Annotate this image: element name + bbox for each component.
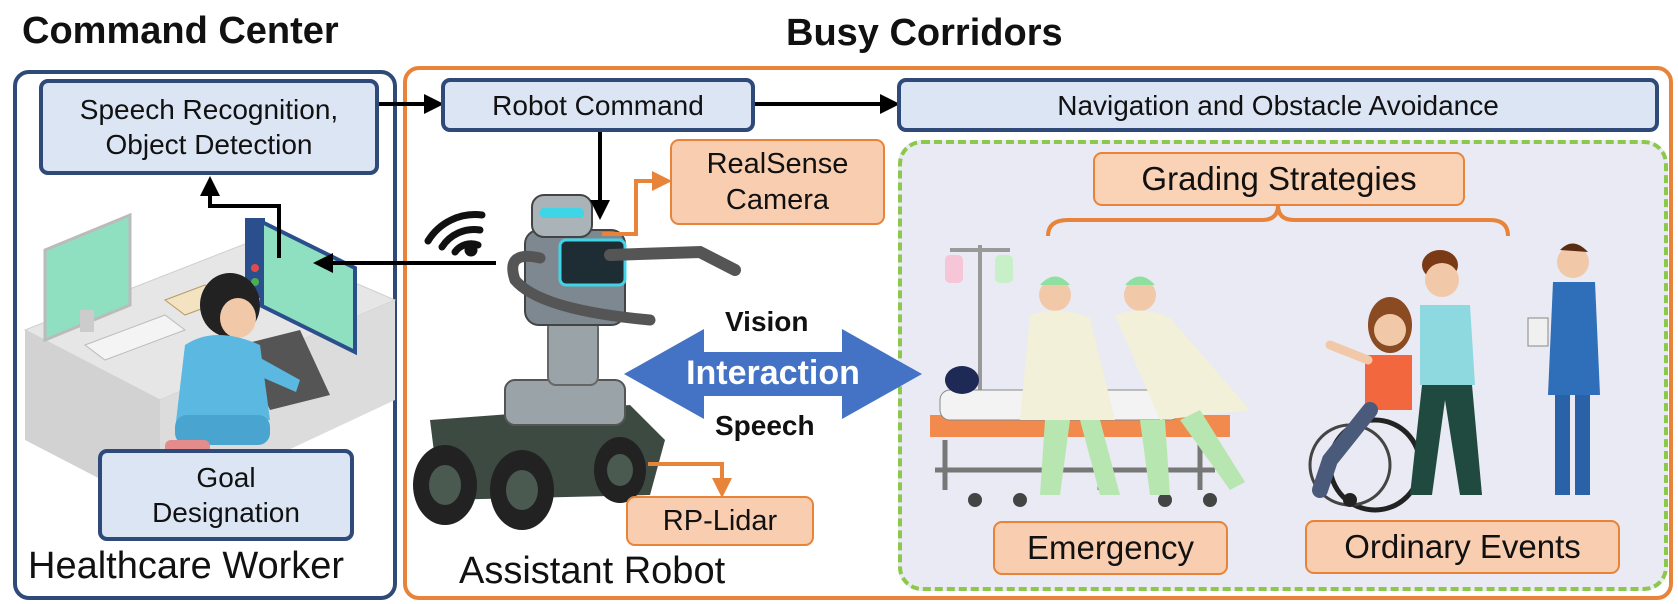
emergency-scene-illustration	[930, 245, 1250, 507]
assistant-robot-caption: Assistant Robot	[459, 550, 726, 592]
arrow-robot-to-lidar	[648, 462, 732, 498]
navigation-obstacle-avoidance-box: Navigation and Obstacle Avoidance	[897, 78, 1659, 132]
ordinary-events-box: Ordinary Events	[1305, 520, 1620, 574]
grading-strategies-box: Grading Strategies	[1093, 152, 1465, 206]
ordinary-events-illustration	[1308, 243, 1600, 513]
speech-box-line-1: Speech Recognition,	[79, 94, 339, 125]
arrow-monitor-to-speech	[200, 176, 281, 258]
robot-command-box: Robot Command	[441, 78, 755, 132]
grading-brace	[1046, 204, 1510, 237]
vision-label: Vision	[725, 306, 809, 337]
emergency-box: Emergency	[993, 521, 1228, 575]
busy-corridors-heading: Busy Corridors	[786, 12, 1063, 54]
command-center-heading: Command Center	[22, 10, 339, 52]
interaction-arrow	[624, 329, 922, 419]
healthcare-worker-illustration	[23, 212, 397, 510]
interaction-label: Interaction	[686, 354, 860, 392]
wifi-icon	[424, 211, 486, 257]
camera-box-line-1: RealSense	[706, 147, 849, 180]
arrow-robot-to-camera	[602, 171, 672, 236]
speech-box-line-2: Object Detection	[105, 129, 313, 160]
busy-corridors-panel	[403, 66, 1673, 600]
goal-box-line-2: Designation	[152, 497, 300, 528]
camera-box-line-2: Camera	[725, 184, 830, 216]
healthcare-worker-caption: Healthcare Worker	[28, 545, 345, 587]
realsense-camera-box: RealSense Camera	[670, 139, 885, 225]
rp-lidar-box: RP-Lidar	[626, 496, 814, 546]
goal-box-line-1: Goal	[196, 462, 256, 493]
speech-label: Speech	[715, 410, 815, 441]
speech-object-detection-box: Speech Recognition, Object Detection	[39, 79, 379, 175]
goal-designation-box: Goal Designation	[98, 449, 354, 541]
assistant-robot-illustration	[413, 194, 741, 530]
